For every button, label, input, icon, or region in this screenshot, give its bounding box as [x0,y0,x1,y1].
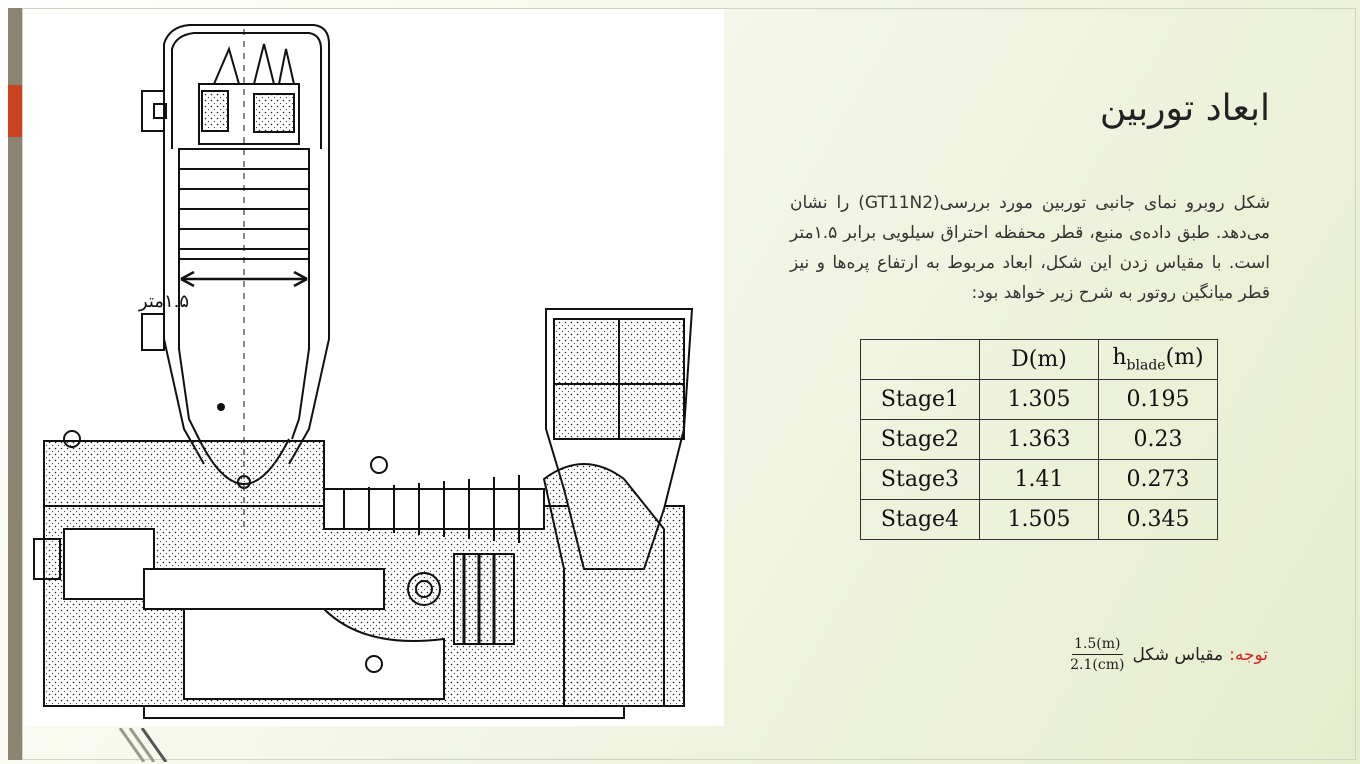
table-header-cell: D(m) [979,339,1099,380]
fraction-denominator: 2.1(cm) [1070,657,1125,673]
slide-title: ابعاد توربین [1099,88,1270,129]
slide-border [22,8,1356,760]
table-row: Stage1 1.305 0.195 [860,379,1218,420]
table-cell: 1.305 [979,379,1099,420]
stages-table: D(m) hblade(m) Stage1 1.305 0.195 Stage2… [860,339,1218,540]
table-header-row: D(m) hblade(m) [860,339,1218,380]
table-cell: 0.23 [1098,419,1218,460]
turbine-drawing: ۱.۵متر [33,24,694,719]
table-cell: 1.363 [979,419,1099,460]
table-cell: 0.195 [1098,379,1218,420]
turbine-side-view-figure: ۱.۵متر [24,9,724,726]
note-label: توجه: [1229,644,1268,665]
slide-body-paragraph: شکل روبرو نمای جانبی توربین مورد بررسی(G… [790,193,1270,303]
header-unit: (m) [1165,345,1204,371]
header-blade-subscript: blade [1126,357,1166,374]
table-row: Stage2 1.363 0.23 [860,419,1218,460]
scale-fraction: 1.5(m) 2.1(cm) [1068,636,1126,673]
dimension-label: ۱.۵متر [138,291,189,312]
fraction-numerator: 1.5(m) [1072,636,1123,655]
note-text: مقیاس شکل [1132,644,1224,665]
table-cell: 1.41 [979,459,1099,500]
red-accent-tab [8,85,22,137]
table-cell: 1.505 [979,499,1099,540]
table-cell: Stage4 [860,499,980,540]
table-cell: 0.273 [1098,459,1218,500]
table-cell: 0.345 [1098,499,1218,540]
table-cell: Stage2 [860,419,980,460]
decorative-strokes [118,728,168,762]
table-row: Stage4 1.505 0.345 [860,499,1218,540]
scale-note: توجه: مقیاس شکل 1.5(m) 2.1(cm) [1068,636,1268,673]
table-cell: Stage3 [860,459,980,500]
table-header-cell [860,339,980,380]
table-row: Stage3 1.41 0.273 [860,459,1218,500]
table-cell: Stage1 [860,379,980,420]
header-h: h [1112,345,1127,371]
left-accent-bar [8,8,22,760]
table-header-cell: hblade(m) [1098,339,1218,380]
